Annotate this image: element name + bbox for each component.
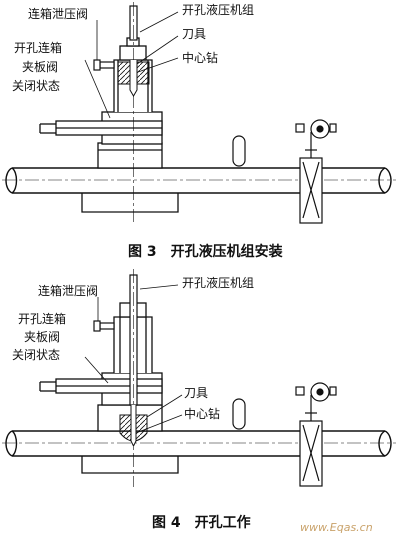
label-clamp-line3: 关闭状态 [12,79,60,93]
label-cutter: 刀具 [184,386,208,400]
label-bleed-valve: 连箱泄压阀 [38,283,98,298]
label-clamp-line1: 开孔连箱 [14,40,62,55]
label-pilot-drill: 中心钻 [182,50,218,65]
isolation-valve [295,119,337,224]
label-clamp-line3: 关闭状态 [12,348,60,362]
label-pilot-drill: 中心钻 [184,406,220,421]
branch-pipe [232,398,246,430]
label-hydraulic-unit: 开孔液压机组 [182,275,254,290]
main-pipe [5,430,392,457]
label-clamp-line2: 夹板阀 [24,330,60,344]
sandwich-valve-closed [39,111,163,145]
isolation-valve [295,382,337,487]
label-hydraulic-unit: 开孔液压机组 [182,2,254,17]
bleed-valve [93,320,115,332]
figure-3: 连箱泄压阀 开孔液压机组 刀具 开孔连箱 夹板阀 关闭状态 中心钻 图 3 开孔… [2,2,396,260]
label-cutter: 刀具 [182,27,206,41]
saddle-fitting [81,142,179,213]
sandwich-valve [39,372,163,406]
figure-4: 连箱泄压阀 开孔液压机组 开孔连箱 夹板阀 关闭状态 刀具 中心钻 图 4 开孔… [2,269,396,534]
main-pipe [5,167,392,194]
pilot-drill [130,405,137,448]
label-bleed-valve: 连箱泄压阀 [28,6,88,21]
bleed-valve [93,59,115,71]
pilot-drill [129,60,138,97]
label-clamp-line2: 夹板阀 [22,60,58,74]
branch-pipe [232,135,246,167]
watermark: www.Eqas.cn [300,521,373,534]
cutter [117,61,150,85]
figure-3-caption: 图 3 开孔液压机组安装 [128,243,284,260]
figure-4-caption: 图 4 开孔工作 [152,514,251,531]
label-clamp-line1: 开孔连箱 [18,311,66,326]
